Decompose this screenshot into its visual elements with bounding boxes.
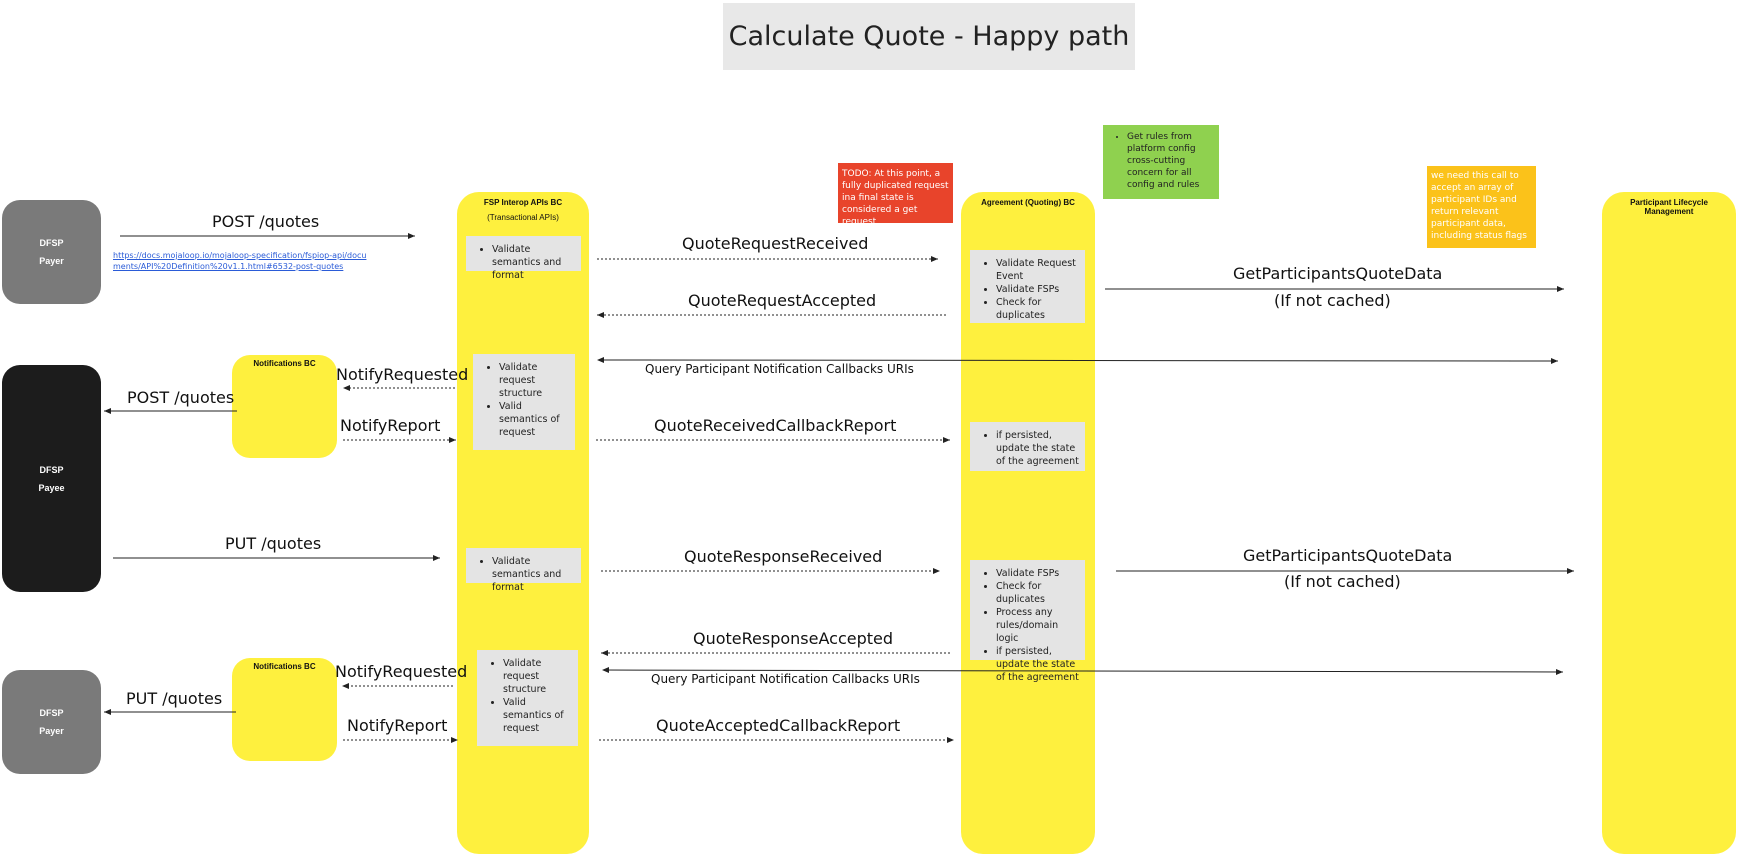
bullet-item: Validate request structure <box>503 657 572 696</box>
actor-role: Payee <box>38 482 65 493</box>
actor-name: DFSP <box>39 708 64 718</box>
notifications-bc-title: Notifications BC <box>253 662 316 671</box>
arrow-query-callbacks-1 <box>597 357 1559 364</box>
label-notify-requested-1: NotifyRequested <box>336 365 469 384</box>
lane-fsp-interop-subtitle: (Transactional APIs) <box>487 213 559 222</box>
bullet-item: Get rules from platform config cross-cut… <box>1127 131 1213 191</box>
box-validate-request-1: Validate request structureValid semantic… <box>473 354 575 450</box>
notifications-bc-title: Notifications BC <box>253 359 316 368</box>
label-notify-report-2: NotifyReport <box>347 716 448 735</box>
bullet-item: Check for duplicates <box>996 296 1079 322</box>
lane-participant-title: Participant Lifecycle Management <box>1630 198 1708 216</box>
bullet-item: Check for duplicates <box>996 580 1079 606</box>
bullet-item: Validate FSPs <box>996 283 1079 296</box>
bullet-item: Valid semantics of request <box>503 696 572 735</box>
actor-dfsp-payee: DFSP Payee <box>2 365 101 592</box>
label-quote-response-accepted: QuoteResponseAccepted <box>693 629 894 648</box>
actor-role: Payer <box>39 256 64 266</box>
bullet-item: Validate request structure <box>499 361 569 400</box>
sticky-rules-note: Get rules from platform config cross-cut… <box>1103 125 1219 199</box>
actor-dfsp-payer-bottom: DFSP Payer <box>2 670 101 774</box>
bullet-item: Valid semantics of request <box>499 400 569 439</box>
label-quote-response-received: QuoteResponseReceived <box>684 547 883 566</box>
label-query-callbacks-1: Query Participant Notification Callbacks… <box>645 362 914 376</box>
label-if-not-cached-2: (If not cached) <box>1284 572 1401 591</box>
label-quote-request-accepted: QuoteRequestAccepted <box>688 291 877 310</box>
notifications-bc-top: Notifications BC <box>232 355 337 458</box>
label-post-quotes: POST /quotes <box>212 212 320 231</box>
label-quote-accepted-callback: QuoteAcceptedCallbackReport <box>656 716 901 735</box>
sticky-todo-note: TODO: At this point, a fully duplicated … <box>838 163 953 227</box>
actor-name: DFSP <box>39 464 64 475</box>
box-agreement-process: Validate FSPsCheck for duplicatesProcess… <box>970 560 1085 683</box>
box-agreement-validate: Validate Request EventValidate FSPsCheck… <box>970 250 1085 323</box>
bullet-item: Validate semantics and format <box>492 243 575 282</box>
box-validate-semantics-1: Validate semantics and format <box>466 236 581 281</box>
label-notify-requested-2: NotifyRequested <box>335 662 468 681</box>
label-get-participants-1: GetParticipantsQuoteData <box>1233 264 1443 283</box>
lane-participant-lifecycle: Participant Lifecycle Management <box>1602 192 1736 854</box>
label-query-callbacks-2: Query Participant Notification Callbacks… <box>651 672 920 686</box>
bullet-item: Validate Request Event <box>996 257 1079 283</box>
label-put-quotes-payer: PUT /quotes <box>126 689 223 708</box>
spec-link[interactable]: https://docs.mojaloop.io/mojaloop-specif… <box>113 251 367 271</box>
actor-role: Payer <box>39 726 64 736</box>
arrow-query-callbacks-2 <box>602 667 1564 675</box>
label-put-quotes: PUT /quotes <box>225 534 322 553</box>
diagram-title: Calculate Quote - Happy path <box>723 3 1135 70</box>
label-quote-received-callback: QuoteReceivedCallbackReport <box>654 416 897 435</box>
bullet-item: if persisted, update the state of the ag… <box>996 645 1079 684</box>
sticky-participants-note: we need this call to accept an array of … <box>1427 166 1536 248</box>
box-validate-request-2: Validate request structureValid semantic… <box>477 650 578 746</box>
notifications-bc-bottom: Notifications BC <box>232 658 337 761</box>
bullet-item: Validate semantics and format <box>492 555 575 594</box>
bullet-item: Process any rules/domain logic <box>996 606 1079 645</box>
actor-dfsp-payer-top: DFSP Payer <box>2 200 101 304</box>
label-get-participants-2: GetParticipantsQuoteData <box>1243 546 1453 565</box>
label-notify-report-1: NotifyReport <box>340 416 441 435</box>
label-if-not-cached-1: (If not cached) <box>1274 291 1391 310</box>
bullet-item: if persisted, update the state of the ag… <box>996 429 1079 468</box>
actor-name: DFSP <box>39 238 64 248</box>
bullet-item: Validate FSPs <box>996 567 1079 580</box>
lane-agreement-title: Agreement (Quoting) BC <box>981 198 1075 207</box>
label-quote-request-received: QuoteRequestReceived <box>682 234 869 253</box>
box-agreement-update-state: if persisted, update the state of the ag… <box>970 422 1085 471</box>
lane-fsp-interop-title: FSP Interop APIs BC <box>483 198 563 207</box>
label-post-quotes-payee: POST /quotes <box>127 388 235 407</box>
box-validate-semantics-2: Validate semantics and format <box>466 548 581 593</box>
